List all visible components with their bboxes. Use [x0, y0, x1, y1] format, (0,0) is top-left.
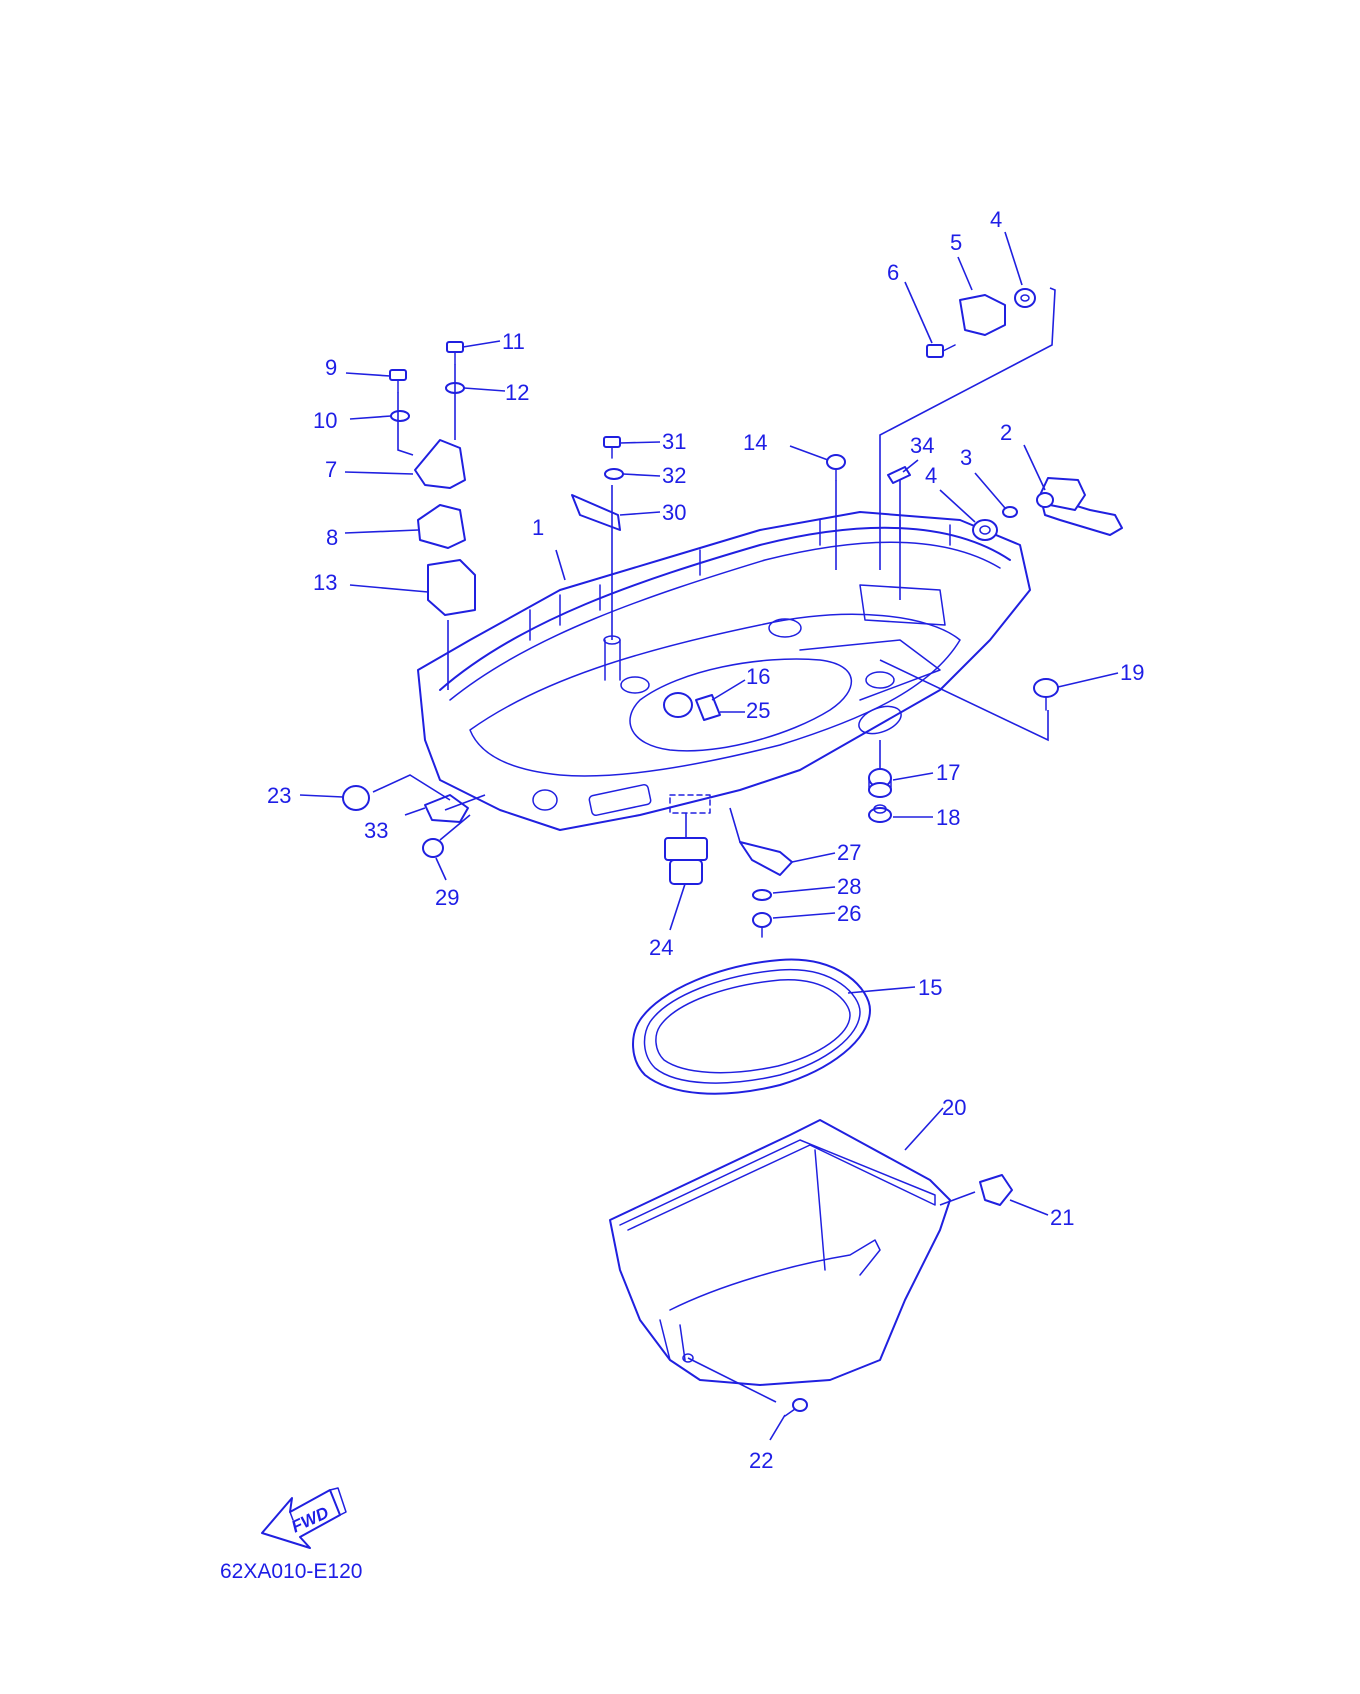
- clamp-part: [417, 504, 466, 549]
- holder-part: [427, 559, 476, 616]
- bracket-part: [739, 841, 793, 876]
- callout-28: 28: [837, 874, 861, 899]
- lever-part: [1036, 477, 1123, 536]
- bracket-part: [959, 294, 1006, 336]
- callout-24: 24: [649, 935, 673, 960]
- callout-12: 12: [505, 380, 529, 405]
- callout-18: 18: [936, 805, 960, 830]
- callout-21: 21: [1050, 1205, 1074, 1230]
- bolt-part: [1033, 678, 1059, 711]
- bolt-part: [603, 436, 621, 448]
- grommet-part: [424, 794, 469, 823]
- bolt-part: [752, 912, 772, 938]
- washer-part: [752, 889, 772, 901]
- callout-2: 2: [1000, 420, 1012, 445]
- callout-33: 33: [364, 818, 388, 843]
- callout-5: 5: [950, 230, 962, 255]
- grommet-part: [663, 692, 693, 718]
- callout-14: 14: [743, 430, 767, 455]
- callout-4: 4: [990, 207, 1002, 232]
- seal-gasket: [632, 958, 871, 1095]
- bottom-cowling: [417, 511, 1031, 831]
- plug-part: [422, 838, 444, 858]
- diagram-code: 62XA010-E120: [220, 1560, 362, 1583]
- callout-10: 10: [313, 408, 337, 433]
- callout-32: 32: [662, 463, 686, 488]
- callout-25: 25: [746, 698, 770, 723]
- callout-1: 1: [532, 515, 544, 540]
- callout-labels: 1 2 3 4 4 5 6 7 8 9 10 11 12 13 14 15 16…: [267, 207, 1144, 1473]
- screw-part: [784, 1398, 808, 1417]
- grommet-part: [979, 1174, 1013, 1206]
- callout-23: 23: [267, 783, 291, 808]
- callout-26: 26: [837, 901, 861, 926]
- callout-16: 16: [746, 664, 770, 689]
- grommet-part: [972, 288, 1036, 541]
- callout-20: 20: [942, 1095, 966, 1120]
- bolt-part: [389, 341, 464, 393]
- clip-part: [695, 694, 721, 721]
- washer-part: [604, 468, 624, 480]
- callout-30: 30: [662, 500, 686, 525]
- callout-13: 13: [313, 570, 337, 595]
- collar-part: [868, 804, 892, 823]
- callout-29: 29: [435, 885, 459, 910]
- callout-27: 27: [837, 840, 861, 865]
- callout-31: 31: [662, 429, 686, 454]
- plug-part: [342, 785, 370, 811]
- grommet-part: [868, 768, 892, 798]
- fwd-arrow-icon: FWD: [261, 1487, 347, 1549]
- pad-part: [571, 494, 621, 531]
- callout-15: 15: [918, 975, 942, 1000]
- washer-part: [390, 410, 410, 422]
- clamp-part: [414, 439, 466, 489]
- callout-22: 22: [749, 1448, 773, 1473]
- callout-7: 7: [325, 457, 337, 482]
- leader-lines: [299, 231, 1119, 1441]
- callout-17: 17: [936, 760, 960, 785]
- callout-6: 6: [887, 260, 899, 285]
- drain-part: [664, 837, 708, 885]
- callout-9: 9: [325, 355, 337, 380]
- callout-4: 4: [925, 463, 937, 488]
- callout-34: 34: [910, 433, 934, 458]
- callout-19: 19: [1120, 660, 1144, 685]
- callout-11: 11: [502, 329, 525, 354]
- callout-3: 3: [960, 445, 972, 470]
- tray: [609, 1119, 951, 1386]
- callout-8: 8: [326, 525, 338, 550]
- screw-part: [826, 454, 846, 481]
- bolt-part: [926, 344, 956, 358]
